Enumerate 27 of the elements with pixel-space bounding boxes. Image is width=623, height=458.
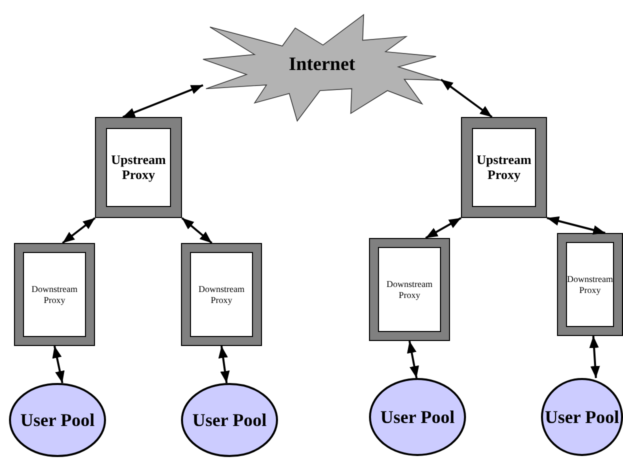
proxy-frame xyxy=(369,238,450,341)
double-arrow xyxy=(440,78,493,118)
proxy-frame xyxy=(14,243,95,346)
node-label: User Pool xyxy=(544,406,620,428)
double-arrow xyxy=(407,340,419,378)
proxy-frame xyxy=(557,233,623,336)
node-label: Downstream Proxy xyxy=(567,274,613,295)
node-label: User Pool xyxy=(20,410,95,430)
double-arrow xyxy=(52,346,65,384)
proxy-frame xyxy=(95,117,182,218)
proxy-frame xyxy=(181,243,262,346)
node-label: Downstream Proxy xyxy=(198,284,246,305)
node-label: Upstream Proxy xyxy=(476,152,532,182)
double-arrow xyxy=(62,217,96,244)
double-arrow xyxy=(546,216,606,235)
double-arrow xyxy=(122,84,204,118)
double-arrow xyxy=(589,336,600,378)
node-label: Downstream Proxy xyxy=(386,279,434,300)
node-label: Upstream Proxy xyxy=(110,152,167,182)
proxy-frame xyxy=(461,117,547,218)
double-arrow xyxy=(181,217,212,244)
double-arrow xyxy=(218,346,230,384)
double-arrow xyxy=(425,217,462,239)
node-label: User Pool xyxy=(380,406,455,428)
node-label: Internet xyxy=(288,54,356,76)
node-label: Downstream Proxy xyxy=(30,284,78,305)
node-label: User Pool xyxy=(192,410,267,430)
